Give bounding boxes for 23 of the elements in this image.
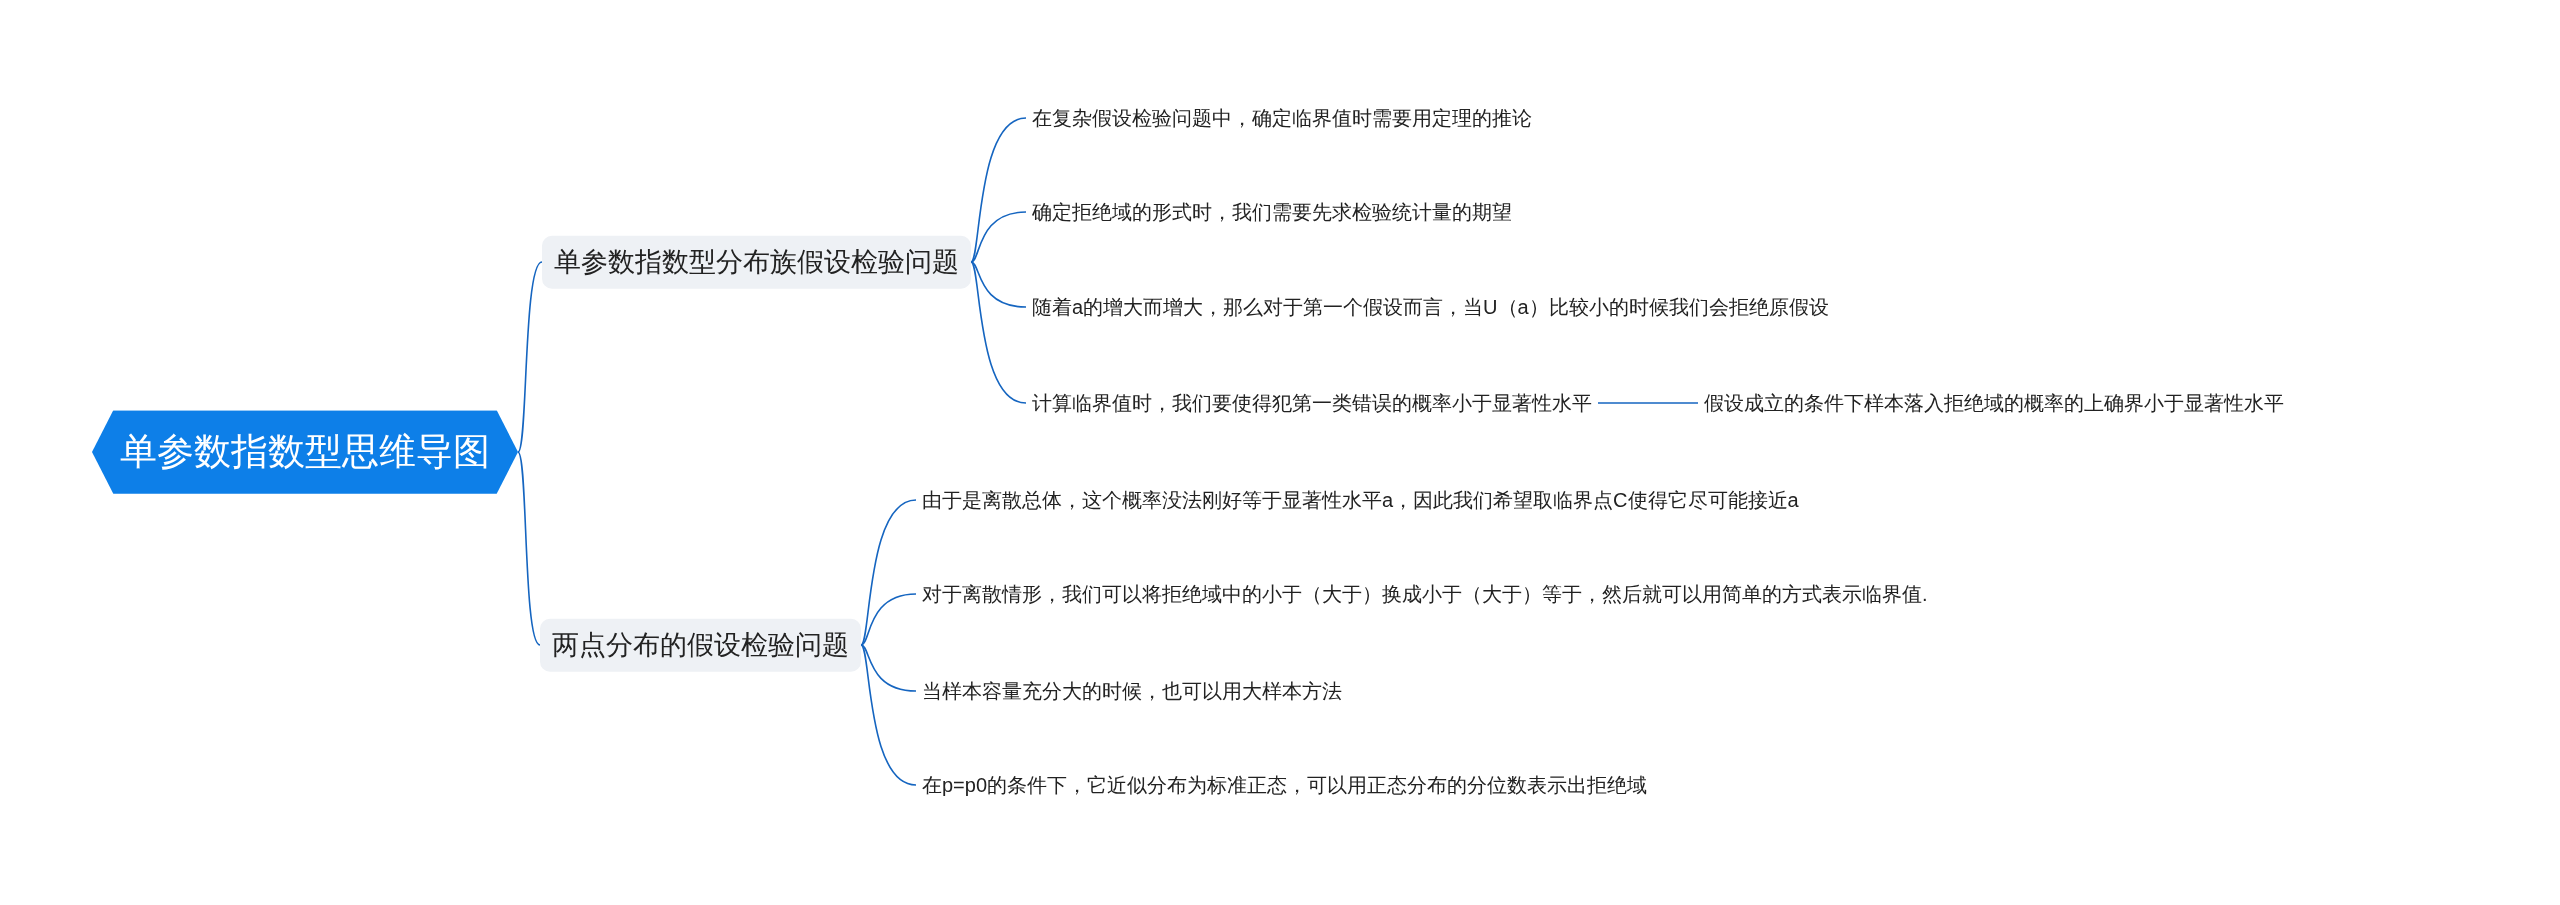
connector-line <box>860 644 917 786</box>
leaf-topic: 计算临界值时，我们要使得犯第一类错误的概率小于显著性水平 <box>1026 386 1598 420</box>
root-topic: 单参数指数型思维导图 <box>92 410 518 494</box>
connector-line <box>970 261 1027 404</box>
connector-line <box>517 451 541 646</box>
leaf-topic: 在复杂假设检验问题中，确定临界值时需要用定理的推论 <box>1026 101 1538 135</box>
leaf-topic: 在p=p0的条件下，它近似分布为标准正态，可以用正态分布的分位数表示出拒绝域 <box>916 768 1654 802</box>
connector-line <box>1597 402 1699 404</box>
leaf-topic: 确定拒绝域的形式时，我们需要先求检验统计量的期望 <box>1026 195 1518 229</box>
connector-line <box>970 117 1027 263</box>
leaf-topic: 随着a的增大而增大，那么对于第一个假设而言，当U（a）比较小的时候我们会拒绝原假设 <box>1026 290 1835 324</box>
connector-line <box>970 261 1027 308</box>
branch-topic: 两点分布的假设检验问题 <box>540 618 861 672</box>
connector-line <box>860 593 917 646</box>
leaf-topic: 假设成立的条件下样本落入拒绝域的概率的上确界小于显著性水平 <box>1698 386 2290 420</box>
connector-line <box>860 644 917 692</box>
connector-line <box>970 211 1027 263</box>
leaf-topic: 由于是离散总体，这个概率没法刚好等于显著性水平a，因此我们希望取临界点C使得它尽可能接近a <box>916 483 1805 517</box>
leaf-topic: 对于离散情形，我们可以将拒绝域中的小于（大于）换成小于（大于）等于，然后就可以用简单的方式表示临界值. <box>916 577 1934 611</box>
connector-line <box>860 499 917 646</box>
connector-line <box>517 261 543 453</box>
branch-topic: 单参数指数型分布族假设检验问题 <box>542 235 971 289</box>
leaf-topic: 当样本容量充分大的时候，也可以用大样本方法 <box>916 674 1348 708</box>
